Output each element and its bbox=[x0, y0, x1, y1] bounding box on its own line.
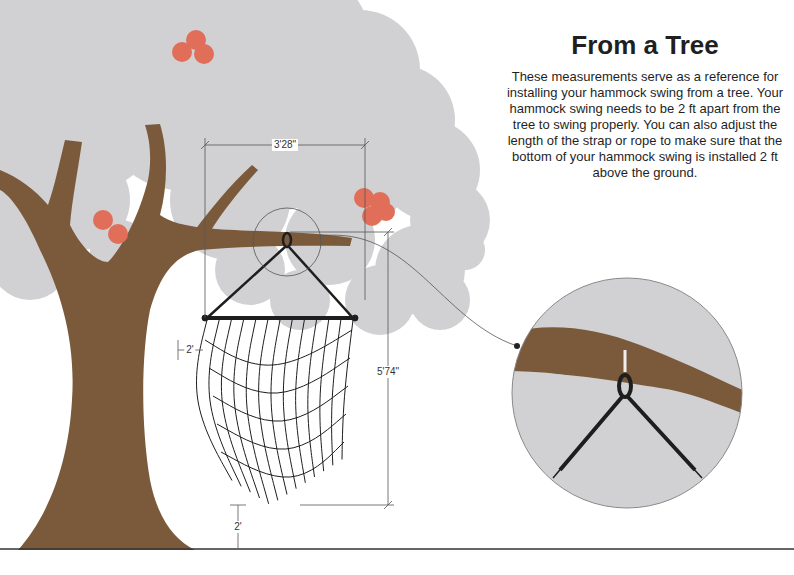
zoom-marker bbox=[253, 208, 321, 276]
dimension-label: 5'74" bbox=[375, 366, 401, 378]
dimension-lines bbox=[178, 138, 394, 548]
net-strand bbox=[320, 320, 329, 471]
tree-branch bbox=[195, 165, 258, 232]
caption: These measurements serve as a reference … bbox=[500, 69, 790, 181]
ground-line bbox=[0, 548, 794, 550]
net-strand bbox=[221, 442, 344, 477]
dimension-label: 2' bbox=[184, 344, 195, 356]
zoom-leader bbox=[320, 235, 517, 346]
net-strand bbox=[271, 320, 287, 495]
dimension-label: 2' bbox=[232, 521, 243, 533]
net-strand bbox=[283, 320, 296, 489]
net-strand bbox=[308, 320, 317, 477]
net-strand bbox=[246, 320, 268, 504]
net-strand bbox=[213, 386, 348, 421]
hammock-swing bbox=[197, 233, 358, 504]
net-strand bbox=[221, 320, 250, 492]
canopy-lobe bbox=[445, 230, 485, 270]
tree-trunk bbox=[0, 124, 352, 550]
net-strand bbox=[205, 330, 352, 365]
net-strand bbox=[296, 320, 306, 483]
net-strand bbox=[217, 414, 346, 449]
heading-block: From a TreeThese measurements serve as a… bbox=[500, 30, 790, 181]
dimension-label: 3'28" bbox=[272, 139, 298, 151]
canopy-lobe bbox=[410, 270, 470, 330]
zoom-detail bbox=[500, 278, 760, 508]
dimension-ticks bbox=[201, 141, 392, 509]
net-strand bbox=[197, 320, 232, 481]
net-strand bbox=[209, 358, 350, 393]
title: From a Tree bbox=[500, 30, 790, 61]
fruit-cluster bbox=[93, 30, 395, 244]
zoom-circle bbox=[512, 278, 742, 508]
leader-dot bbox=[514, 343, 520, 349]
